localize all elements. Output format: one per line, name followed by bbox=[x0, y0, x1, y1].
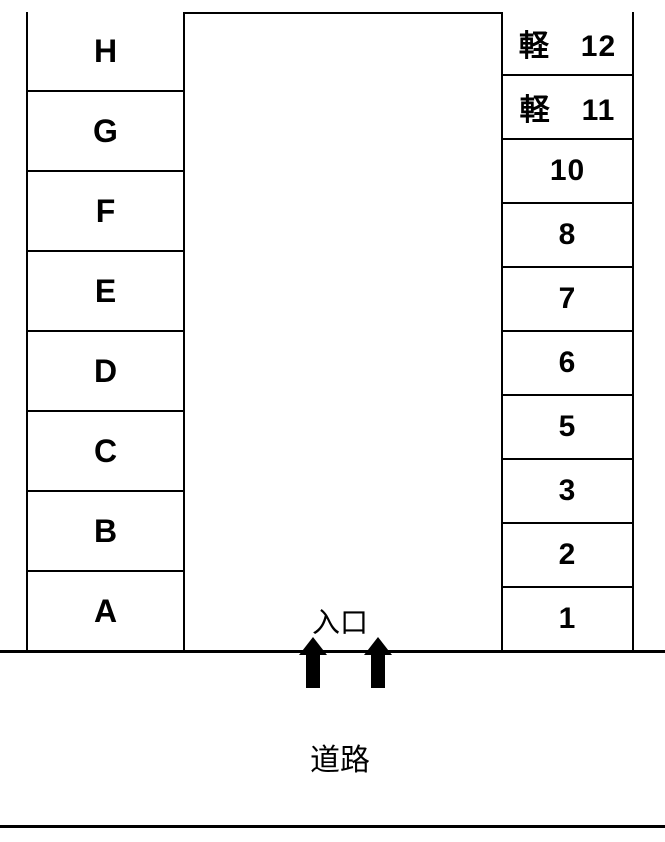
parking-space-h: H bbox=[28, 12, 183, 92]
parking-space-kei-11: 軽 11 bbox=[503, 76, 632, 140]
parking-space-5: 5 bbox=[503, 396, 632, 460]
road-far-edge-line bbox=[0, 825, 665, 828]
lot-top-boundary-line bbox=[26, 12, 634, 14]
arrow-stem bbox=[371, 655, 385, 688]
parking-space-kei-12: 軽 12 bbox=[503, 12, 632, 76]
parking-space-7: 7 bbox=[503, 268, 632, 332]
arrow-stem bbox=[306, 655, 320, 688]
parking-space-c: C bbox=[28, 412, 183, 492]
right-parking-column: 軽 12 軽 11 10 8 7 6 5 3 2 1 bbox=[501, 12, 634, 650]
parking-space-b: B bbox=[28, 492, 183, 572]
left-parking-column: H G F E D C B A bbox=[26, 12, 185, 650]
road-edge-line bbox=[0, 650, 665, 653]
entrance-up-arrow-icon bbox=[364, 637, 392, 688]
parking-space-3: 3 bbox=[503, 460, 632, 524]
parking-space-10: 10 bbox=[503, 140, 632, 204]
road-label: 道路 bbox=[310, 744, 370, 777]
parking-space-g: G bbox=[28, 92, 183, 172]
parking-space-e: E bbox=[28, 252, 183, 332]
parking-space-f: F bbox=[28, 172, 183, 252]
entrance-label: 入口 bbox=[311, 607, 368, 638]
parking-space-8: 8 bbox=[503, 204, 632, 268]
parking-space-6: 6 bbox=[503, 332, 632, 396]
parking-space-2: 2 bbox=[503, 524, 632, 588]
parking-space-d: D bbox=[28, 332, 183, 412]
entrance-up-arrow-icon bbox=[299, 637, 327, 688]
parking-space-1: 1 bbox=[558, 602, 577, 635]
parking-space-a: A bbox=[93, 592, 118, 629]
